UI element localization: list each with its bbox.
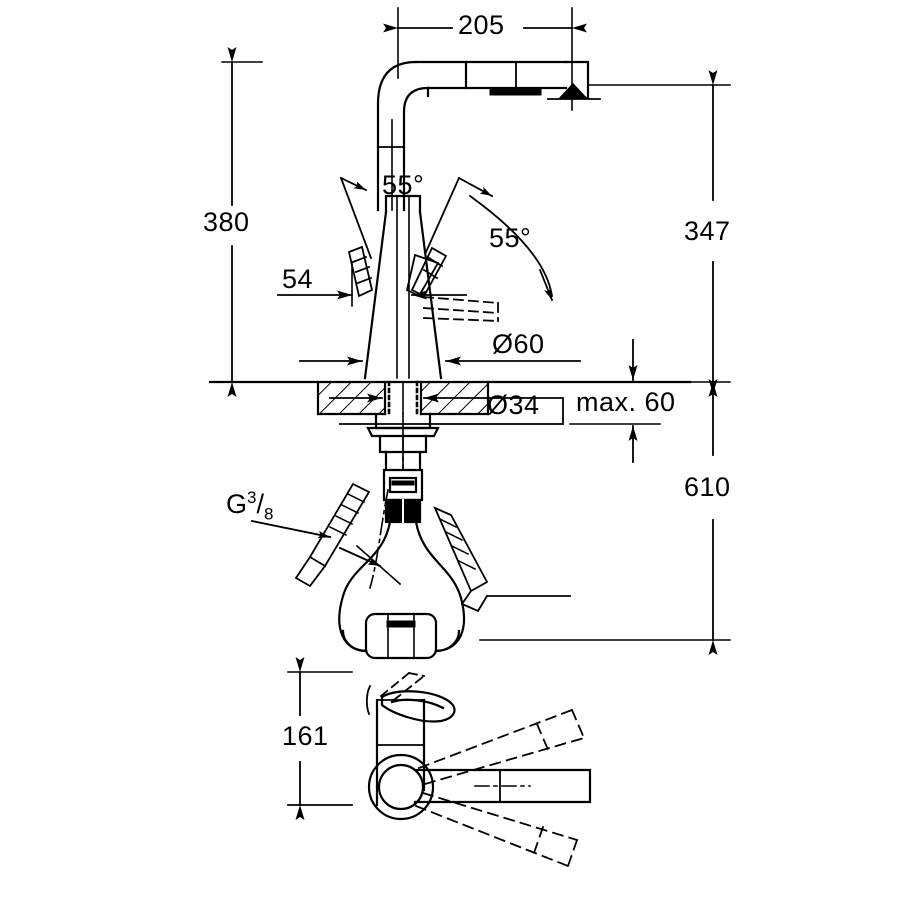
extension-lines-right	[479, 84, 731, 641]
angle-markers	[339, 176, 554, 302]
dimension-label-worktop-thickness: max. 60	[576, 387, 676, 417]
dimension-label-spout-height: 347	[684, 216, 731, 246]
flex-hose-right	[433, 506, 571, 613]
dimension-label-lever-height: 161	[282, 721, 329, 751]
dimension-label-base-diameter: Ø60	[492, 329, 545, 359]
dimline-54	[277, 261, 467, 307]
dimension-label-total-height: 380	[203, 207, 250, 237]
dimline-380	[221, 47, 263, 397]
leader-g38	[250, 519, 402, 586]
ghost-handle-right-down	[423, 296, 499, 322]
dimension-label-spout-reach: 205	[458, 10, 505, 40]
thread-numerator: 3	[247, 488, 257, 507]
hose-weight	[364, 612, 438, 660]
thread-prefix: G	[226, 489, 248, 519]
pullout-hose	[338, 520, 466, 653]
thread-denominator: 8	[264, 504, 274, 524]
flex-hose-left	[294, 482, 371, 588]
dimension-label-hole-diameter: Ø34	[487, 390, 540, 420]
dimension-label-swivel-angle-left: 55°	[382, 170, 425, 200]
ghost-handle-left	[347, 245, 374, 298]
dimension-label-hose-length: 610	[684, 472, 731, 502]
dimension-label-handle-clearance: 54	[282, 264, 314, 294]
dimension-label-connection-thread: G3/8	[226, 488, 274, 524]
centre-line	[369, 435, 404, 589]
body-neck	[384, 194, 422, 214]
lower-view	[287, 657, 592, 868]
dimline-d34	[329, 393, 564, 425]
dimension-label-swivel-angle-right: 55°	[489, 223, 532, 253]
